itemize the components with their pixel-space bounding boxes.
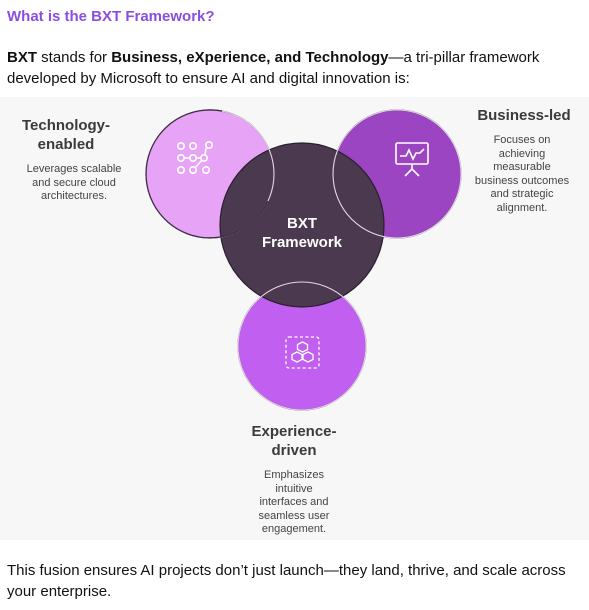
technology-title-line-1: Technology- — [21, 117, 111, 134]
business-title: Business-led — [466, 106, 582, 125]
experience-description: Emphasizes intuitive interfaces and seam… — [244, 469, 344, 537]
business-desc-line-2: achieving — [498, 147, 546, 160]
business-desc-line-3: measurable — [493, 161, 551, 173]
section-heading: What is the BXT Framework? — [7, 8, 215, 25]
technology-title: Technology- enabled — [2, 116, 130, 154]
intro-paragraph: BXT stands for Business, eXperience, and… — [7, 47, 585, 89]
intro-term: BXT — [7, 49, 37, 66]
intro-expansion: Business, eXperience, and Technology — [111, 49, 389, 66]
intro-stands-for: stands for — [37, 49, 112, 66]
business-outline — [332, 109, 462, 239]
center-label-line-2: Framework — [261, 234, 343, 251]
experience-desc-line-1: Emphasizes — [264, 469, 324, 481]
experience-desc-line-3: interfaces and — [259, 496, 329, 508]
center-label-line-1: BXT — [287, 215, 317, 232]
business-desc-line-6: alignment. — [496, 201, 548, 214]
center-circle — [219, 142, 385, 308]
intro-rest: —a tri-pillar framework developed by Mic… — [7, 49, 540, 87]
business-desc-line-5: and strategic — [490, 188, 554, 200]
business-title-line-1: Business-led — [477, 107, 571, 124]
experience-desc-line-5: engagement. — [261, 523, 327, 535]
center-label: BXT Framework — [242, 214, 362, 252]
technology-title-line-2: enabled — [37, 136, 95, 153]
experience-desc-line-2: intuitive — [275, 482, 313, 495]
presentation-board-icon — [395, 142, 429, 177]
outro-paragraph: This fusion ensures AI projects don’t ju… — [7, 562, 566, 600]
technology-outer-arc — [145, 109, 269, 239]
experience-desc-line-4: seamless user — [258, 509, 330, 522]
experience-title-line-1: Experience- — [251, 423, 337, 440]
business-desc-line-1: Focuses on — [493, 134, 551, 146]
business-desc-line-4: business outcomes — [474, 174, 570, 187]
technology-desc-line-3: architectures. — [40, 190, 108, 202]
technology-description: Leverages scalable and secure cloud arch… — [12, 163, 136, 204]
technology-desc-line-2: and secure cloud — [32, 176, 116, 189]
business-description: Focuses on achieving measurable business… — [468, 134, 576, 215]
technology-desc-line-1: Leverages scalable — [26, 163, 122, 175]
experience-title-line-2: driven — [271, 442, 317, 459]
cubes-icon — [285, 336, 320, 369]
venn-diagram-graphic — [145, 109, 462, 411]
network-nodes-icon — [176, 140, 213, 174]
experience-title: Experience- driven — [234, 422, 354, 460]
bxt-venn-diagram: BXT Framework Technology- enabled Levera… — [0, 97, 589, 540]
experience-outline — [237, 281, 367, 411]
